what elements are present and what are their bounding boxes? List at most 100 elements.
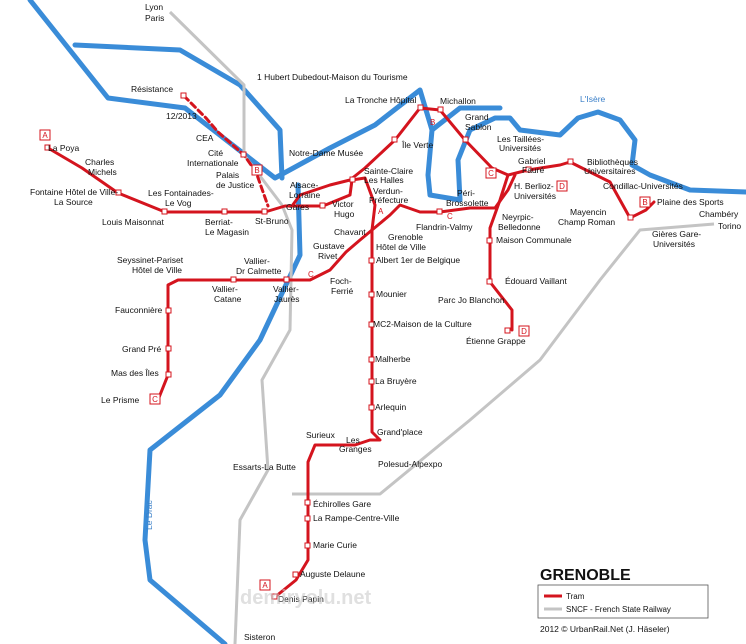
- station-ste-claire-1: Sainte-Claire: [364, 166, 413, 176]
- station-notre-dame: Notre-Dame Musée: [289, 148, 363, 158]
- station-plaine-sports: Plaine des Sports: [657, 197, 724, 207]
- svg-text:B: B: [642, 198, 647, 207]
- badge-c-west: C: [149, 393, 161, 405]
- station-chavant: Chavant: [334, 227, 366, 237]
- badge-a-inline: A: [378, 207, 384, 216]
- station-grand-sablon-1: Grand: [465, 112, 489, 122]
- station-charles-michels-2: Michels: [88, 167, 117, 177]
- station-jo-blanchon: Parc Jo Blanchon: [438, 295, 505, 305]
- station-ste-claire-2: Les Halles: [364, 175, 404, 185]
- rail-chambery-label: Chambéry: [699, 209, 739, 219]
- station-palais-justice-2: de Justice: [216, 180, 255, 190]
- station-peri-brossolette-1: Péri-: [457, 188, 475, 198]
- station-albert1: Albert 1er de Belgique: [376, 255, 460, 265]
- station-essarts: Essarts-La Butte: [233, 462, 296, 472]
- tram-lines: [46, 94, 656, 599]
- station-surieux: Surieux: [306, 430, 336, 440]
- station-labels: La Poya Charles Michels Fontaine Hôtel d…: [30, 72, 724, 604]
- station-auguste-delaune: Auguste Delaune: [300, 569, 365, 579]
- svg-text:D: D: [521, 327, 527, 336]
- station-alsace-lorraine-1: Alsace-: [290, 180, 319, 190]
- tram-line-b-extension: [182, 94, 270, 208]
- station-malherbe: Malherbe: [375, 354, 411, 364]
- station-verdun-2: Préfecture: [369, 195, 408, 205]
- station-michallon: Michallon: [440, 96, 476, 106]
- legend-tram-label: Tram: [566, 592, 585, 601]
- tram-line-c: [156, 173, 517, 402]
- station-ile-verte: Île Verte: [401, 140, 433, 150]
- station-taillees-1: Les Taillées-: [497, 134, 544, 144]
- station-fontaine-hdv-2: La Source: [54, 197, 93, 207]
- watermark: demiryolu.net: [240, 587, 371, 609]
- station-arlequin: Arlequin: [375, 402, 406, 412]
- station-la-bruyere: La Bruyère: [375, 376, 417, 386]
- station-taillees-2: Universités: [499, 143, 541, 153]
- station-marie-curie: Marie Curie: [313, 540, 357, 550]
- station-vallier-jaures-2: Jaurès: [274, 294, 300, 304]
- station-neyrpic-1: Neyrpic-: [502, 212, 534, 222]
- station-gares: Gares: [286, 202, 309, 212]
- badge-b-east: B: [639, 196, 651, 208]
- badge-a-south: A: [259, 579, 271, 591]
- rail-sisteron-label: Sisteron: [244, 632, 275, 642]
- station-denis-papin: Denis Papin: [278, 594, 324, 604]
- station-grenoble-hdv-2: Hôtel de Ville: [376, 242, 426, 252]
- station-rampe: La Rampe-Centre-Ville: [313, 513, 400, 523]
- station-victor-hugo-2: Hugo: [334, 209, 355, 219]
- badge-d-south: D: [518, 325, 530, 337]
- station-grand-place: Grand'place: [377, 427, 423, 437]
- station-peri-brossolette-2: Brossolette: [446, 198, 489, 208]
- rivers: [27, 0, 746, 644]
- isere-label: L'Isère: [580, 94, 606, 104]
- station-bibliotheques-2: Universitaires: [584, 166, 636, 176]
- isere-river-west: [72, 42, 285, 181]
- badge-c-inline-west: C: [308, 270, 314, 279]
- station-louis-maisonnat: Louis Maisonnat: [102, 217, 165, 227]
- station-grand-sablon-2: Sablon: [465, 122, 492, 132]
- station-le-prisme: Le Prisme: [101, 395, 140, 405]
- badge-b-inline: B: [430, 118, 435, 127]
- note-12-2013: 12/2013: [166, 111, 197, 121]
- station-alsace-lorraine-2: Lorraine: [289, 190, 320, 200]
- isere-river: [27, 0, 746, 203]
- station-berriat-1: Berriat-: [205, 217, 233, 227]
- station-berriat-2: Le Magasin: [205, 227, 249, 237]
- svg-text:C: C: [152, 395, 158, 404]
- station-neyrpic-2: Belledonne: [498, 222, 541, 232]
- station-seyssinet-1: Seyssinet-Pariset: [117, 255, 184, 265]
- station-foch-ferrie-2: Ferrié: [331, 286, 353, 296]
- station-victor-hugo-1: Victor: [332, 199, 354, 209]
- legend-box: [537, 584, 709, 619]
- station-la-poya: La Poya: [48, 143, 79, 153]
- rail-lyon-label: Lyon: [145, 2, 163, 12]
- svg-text:A: A: [262, 581, 268, 590]
- station-bibliotheques-1: Bibliothèques: [587, 157, 638, 167]
- station-mayencin-2: Champ Roman: [558, 217, 615, 227]
- station-fontaine-hdv-1: Fontaine Hôtel de Ville-: [30, 187, 118, 197]
- station-foch-ferrie-1: Foch-: [330, 276, 352, 286]
- station-seyssinet-2: Hôtel de Ville: [132, 265, 182, 275]
- station-gieres-2: Universités: [653, 239, 695, 249]
- map-title: GRENOBLE: [540, 567, 631, 584]
- station-edouard-vaillant: Édouard Vaillant: [505, 276, 567, 286]
- station-palais-justice-1: Palais: [216, 170, 239, 180]
- station-fontainades-1: Les Fontainades-: [148, 188, 214, 198]
- station-etienne-grappe: Étienne Grappe: [466, 336, 526, 346]
- station-gabriel-faure-1: Gabriel: [518, 156, 546, 166]
- station-vallier-calmette-1: Vallier-: [244, 256, 270, 266]
- station-cite-int-2: Internationale: [187, 158, 239, 168]
- badge-c-inline: C: [447, 212, 453, 221]
- station-flandrin: Flandrin-Valmy: [416, 222, 473, 232]
- station-ticks: [44, 92, 649, 600]
- station-grenoble-hdv-1: Grenoble: [388, 232, 423, 242]
- rail-torino-label: Torino: [718, 221, 741, 231]
- rail-north: [168, 10, 294, 644]
- station-gieres-1: Gières Gare-: [652, 229, 701, 239]
- station-grand-pre: Grand Pré: [122, 344, 161, 354]
- badge-d-north: D: [556, 180, 568, 192]
- station-verdun-1: Verdun-: [373, 186, 403, 196]
- station-la-tronche: La Tronche Hôpital: [345, 95, 416, 105]
- legend: Tram SNCF - French State Railway: [537, 584, 709, 619]
- station-resistance: Résistance: [131, 84, 173, 94]
- station-charles-michels-1: Charles: [85, 157, 114, 167]
